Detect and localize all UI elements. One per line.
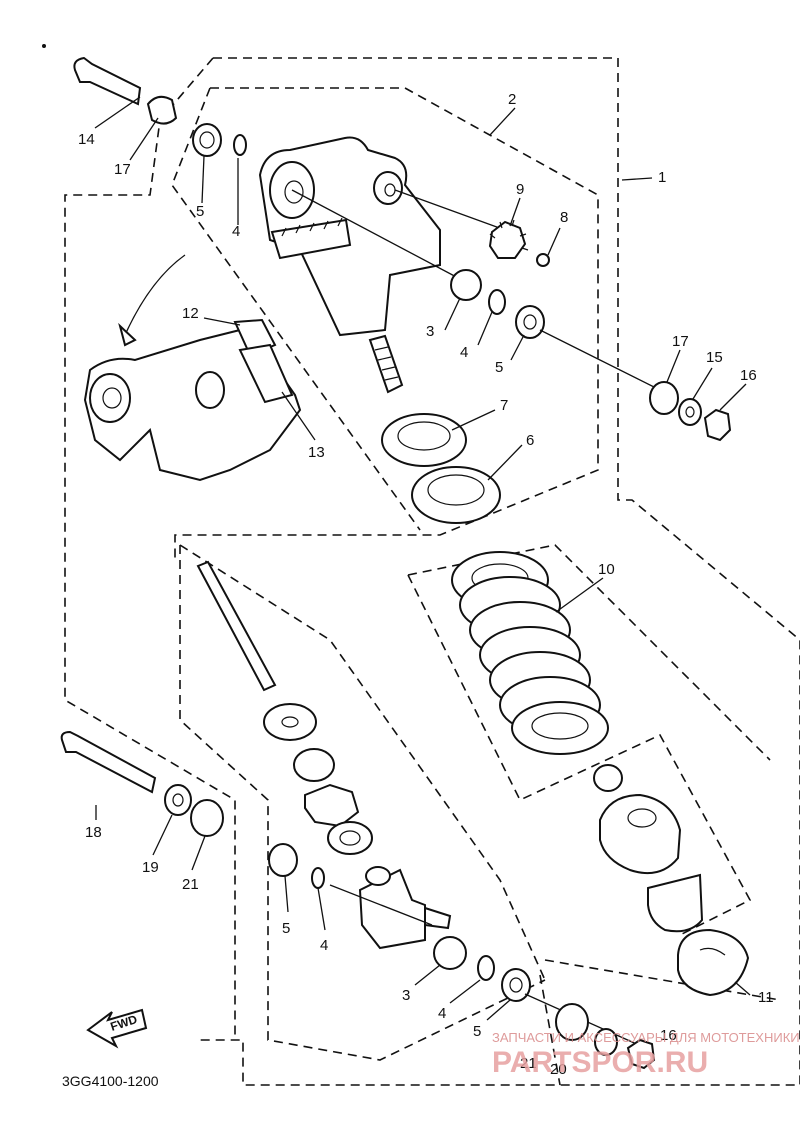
diagram-code: 3GG4100-1200 (62, 1073, 159, 1089)
callout-12: 12 (182, 305, 199, 322)
leader-lines (94, 96, 751, 1021)
bump-stop-stack (263, 703, 373, 855)
callout-10: 10 (598, 561, 615, 578)
callout-3: 3 (426, 323, 434, 340)
watermark: ЗАПЧАСТИ И АКСЕССУАРЫ ДЛЯ МОТОТЕХНИКИ PA… (492, 1030, 800, 1079)
circlip-mid (488, 289, 506, 315)
callout-13: 13 (308, 444, 325, 461)
collar-mid (515, 305, 545, 339)
circlip-upper (233, 134, 247, 156)
callout-17: 17 (672, 333, 689, 350)
callout-1: 1 (658, 169, 666, 186)
adjuster-gear (488, 219, 529, 259)
lower-clevis (268, 843, 452, 950)
spring-seat-lower (593, 764, 750, 997)
callout-16: 16 (740, 367, 757, 384)
callout-5: 5 (282, 920, 290, 937)
watermark-site: PARTSPOR.RU (492, 1046, 708, 1079)
callout-2: 2 (508, 91, 516, 108)
nut-lower (626, 1038, 656, 1070)
washer-19 (164, 784, 192, 816)
callout-18: 18 (85, 824, 102, 841)
callout-5: 5 (473, 1023, 481, 1040)
bearing-upper (450, 269, 482, 301)
adjuster-screw (536, 253, 550, 267)
damper-rod (196, 560, 277, 692)
collar-upper (192, 123, 222, 157)
circlip-lower (477, 955, 495, 981)
forward-direction-arrow: FWD (86, 1008, 148, 1049)
nut-right (703, 408, 732, 442)
callout-8: 8 (560, 209, 568, 226)
assembly-outlines (64, 57, 800, 1086)
shock-absorber-body (258, 136, 506, 394)
callout-5: 5 (196, 203, 204, 220)
callout-5: 5 (495, 359, 503, 376)
collar-21-left (190, 799, 224, 837)
collar-right (649, 381, 679, 415)
bearing-lower (433, 936, 467, 970)
callout-21: 21 (182, 876, 199, 893)
callout-15: 15 (706, 349, 723, 366)
washer-20 (594, 1028, 618, 1056)
coil-spring (451, 551, 609, 755)
callout-4: 4 (460, 344, 468, 361)
callout-20: 20 (550, 1061, 567, 1078)
callout-21: 21 (520, 1055, 537, 1072)
callout-19: 19 (142, 859, 159, 876)
callout-7: 7 (500, 397, 508, 414)
linkage-detail (83, 254, 302, 482)
callout-3: 3 (402, 987, 410, 1004)
callout-4: 4 (438, 1005, 446, 1022)
mounting-bolt-lower (60, 730, 157, 794)
mounting-bolt-upper (73, 56, 178, 125)
collar-lower (501, 968, 531, 1002)
locknut-6 (411, 466, 501, 524)
collar-21-right (555, 1003, 589, 1041)
watermark-caption: ЗАПЧАСТИ И АКСЕССУАРЫ ДЛЯ МОТОТЕХНИКИ (492, 1030, 800, 1045)
speck (42, 44, 46, 48)
callout-11: 11 (758, 989, 774, 1006)
callout-labels: 2 1 3 4 5 4 5 7 6 8 9 10 11 12 13 14 17 … (78, 91, 774, 1078)
callout-6: 6 (526, 432, 534, 449)
callout-9: 9 (516, 181, 524, 198)
callout-17: 17 (114, 161, 131, 178)
callout-14: 14 (78, 131, 95, 148)
callout-4: 4 (320, 937, 328, 954)
locknut-7 (381, 413, 467, 467)
callout-16: 16 (660, 1027, 677, 1044)
callout-4: 4 (232, 223, 240, 240)
washer-right (678, 398, 702, 426)
